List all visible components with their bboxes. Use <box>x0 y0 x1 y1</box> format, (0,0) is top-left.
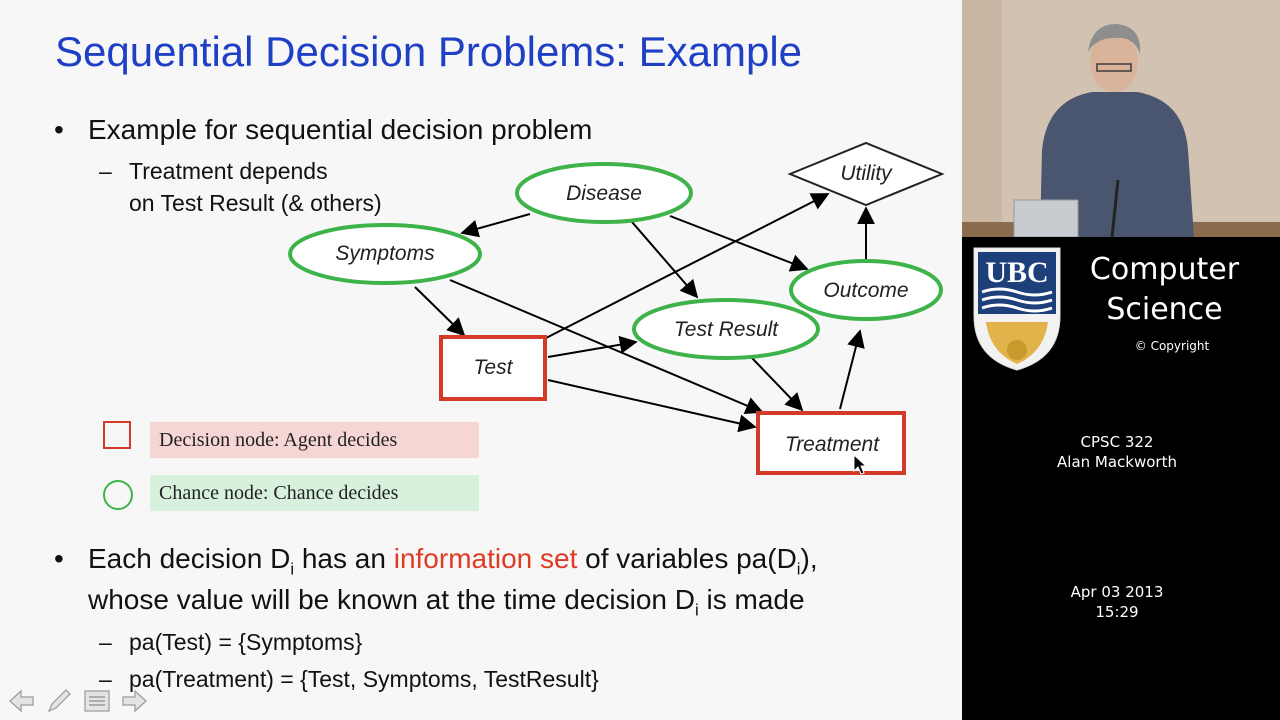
mouse-cursor-icon <box>853 453 868 475</box>
instructor-name: Alan Mackworth <box>1057 453 1177 471</box>
arrow-right-icon[interactable] <box>120 686 150 716</box>
node-outcome-shape <box>789 259 943 321</box>
sub-bullet-1-line1: Treatment depends <box>129 158 328 184</box>
node-symptoms-shape <box>288 223 482 285</box>
sub-bullet-2-text: pa(Test) = {Symptoms} <box>129 629 363 655</box>
dash-marker: – <box>99 629 112 655</box>
slide: Sequential Decision Problems: Example • … <box>0 0 962 720</box>
node-disease-shape <box>515 162 693 224</box>
legend-decision: Decision node: Agent decides <box>150 422 479 458</box>
edge-treatment-outcome <box>839 329 865 410</box>
lecturer-video-frame <box>962 0 1280 237</box>
brand-line-2: Science <box>1106 292 1223 327</box>
menu-icon[interactable] <box>82 686 112 716</box>
subscript-i: i <box>694 600 699 620</box>
bullet-2-text-b: has an <box>294 543 394 574</box>
node-treatment: Treatment <box>756 411 906 475</box>
bullet-2-text-a: Each decision D <box>88 543 291 574</box>
dash-marker: – <box>99 158 112 184</box>
node-symptoms-label: Symptoms <box>335 242 435 265</box>
edge-test-treatment <box>547 379 757 433</box>
lecture-sidebar: UBC Computer Science © Copyright CPSC 32… <box>962 0 1280 720</box>
slide-title: Sequential Decision Problems: Example <box>55 28 803 75</box>
course-info: CPSC 322 Alan Mackworth <box>1022 432 1212 472</box>
bullet-marker: • <box>54 114 64 145</box>
node-test-shape <box>439 335 547 401</box>
sub-bullet-3-text: pa(Treatment) = {Test, Symptoms, TestRes… <box>129 666 599 692</box>
edge-disease-symptoms <box>460 213 531 238</box>
node-test: Test <box>439 335 547 401</box>
slide-navigation <box>6 686 156 716</box>
bullet-marker: • <box>54 543 64 574</box>
bullet-2-text-c: of variables pa(D <box>577 543 797 574</box>
bullet-2-line2: whose value will be known at the time de… <box>88 584 805 621</box>
node-disease-label: Disease <box>566 182 642 205</box>
node-utility-label: Utility <box>840 162 893 185</box>
edge-symptoms-treatment <box>449 279 764 414</box>
node-outcome: Outcome <box>789 259 943 321</box>
sub-bullet-3: – pa(Treatment) = {Test, Symptoms, TestR… <box>99 663 599 695</box>
edge-disease-outcome <box>669 215 809 272</box>
node-symptoms: Symptoms <box>288 223 482 285</box>
node-utility: Utility <box>787 141 945 207</box>
edge-symptoms-test <box>414 286 466 337</box>
sub-bullet-2: – pa(Test) = {Symptoms} <box>99 626 363 658</box>
pen-icon[interactable] <box>44 686 74 716</box>
node-treatment-shape <box>756 411 906 475</box>
subscript-i: i <box>796 559 801 579</box>
information-set-highlight: information set <box>393 543 578 574</box>
brand-name: Computer Science <box>1082 250 1247 330</box>
recording-timestamp: Apr 03 2013 15:29 <box>1022 582 1212 622</box>
arrow-left-icon[interactable] <box>6 686 36 716</box>
edge-testresult-treatment <box>751 357 804 412</box>
legend-decision-swatch <box>103 421 131 449</box>
bullet-2-line2-text-a: whose value will be known at the time de… <box>88 584 695 615</box>
bullet-1: • Example for sequential decision proble… <box>54 114 593 146</box>
bullet-2-line2-text-b: is made <box>698 584 805 615</box>
edge-test-utility <box>545 193 830 339</box>
ubc-logo: UBC <box>973 247 1061 371</box>
recording-date: Apr 03 2013 <box>1070 583 1164 601</box>
node-test-label: Test <box>474 356 514 379</box>
node-outcome-label: Outcome <box>823 279 908 302</box>
lecturer-video <box>962 0 1280 237</box>
node-utility-shape <box>787 141 945 207</box>
course-code: CPSC 322 <box>1080 433 1154 451</box>
node-disease: Disease <box>515 162 693 224</box>
subscript-i: i <box>290 559 295 579</box>
recording-time: 15:29 <box>1095 603 1139 621</box>
node-test-result-label: Test Result <box>674 318 779 341</box>
node-test-result: Test Result <box>632 298 820 360</box>
bullet-1-text: Example for sequential decision problem <box>88 114 593 145</box>
node-treatment-label: Treatment <box>785 433 880 456</box>
node-test-result-shape <box>632 298 820 360</box>
bullet-2-text-d: ), <box>800 543 818 574</box>
bullet-2: • Each decision Di has an information se… <box>54 543 818 580</box>
dash-marker: – <box>99 666 112 692</box>
legend-chance: Chance node: Chance decides <box>150 475 479 511</box>
brand-line-1: Computer <box>1089 252 1240 287</box>
sub-bullet-1: – Treatment depends on Test Result (& ot… <box>99 155 382 219</box>
diagram-edges <box>414 193 875 433</box>
edge-disease-testresult <box>631 221 699 299</box>
ubc-logo-text: UBC <box>985 256 1048 289</box>
sub-bullet-1-line2: on Test Result (& others) <box>129 190 382 216</box>
edge-test-testresult <box>547 335 638 358</box>
decision-network-diagram: Disease Symptoms Utility Outcome Test Re… <box>288 141 945 475</box>
legend-chance-swatch <box>103 480 133 510</box>
copyright-text: © Copyright <box>1134 339 1210 353</box>
